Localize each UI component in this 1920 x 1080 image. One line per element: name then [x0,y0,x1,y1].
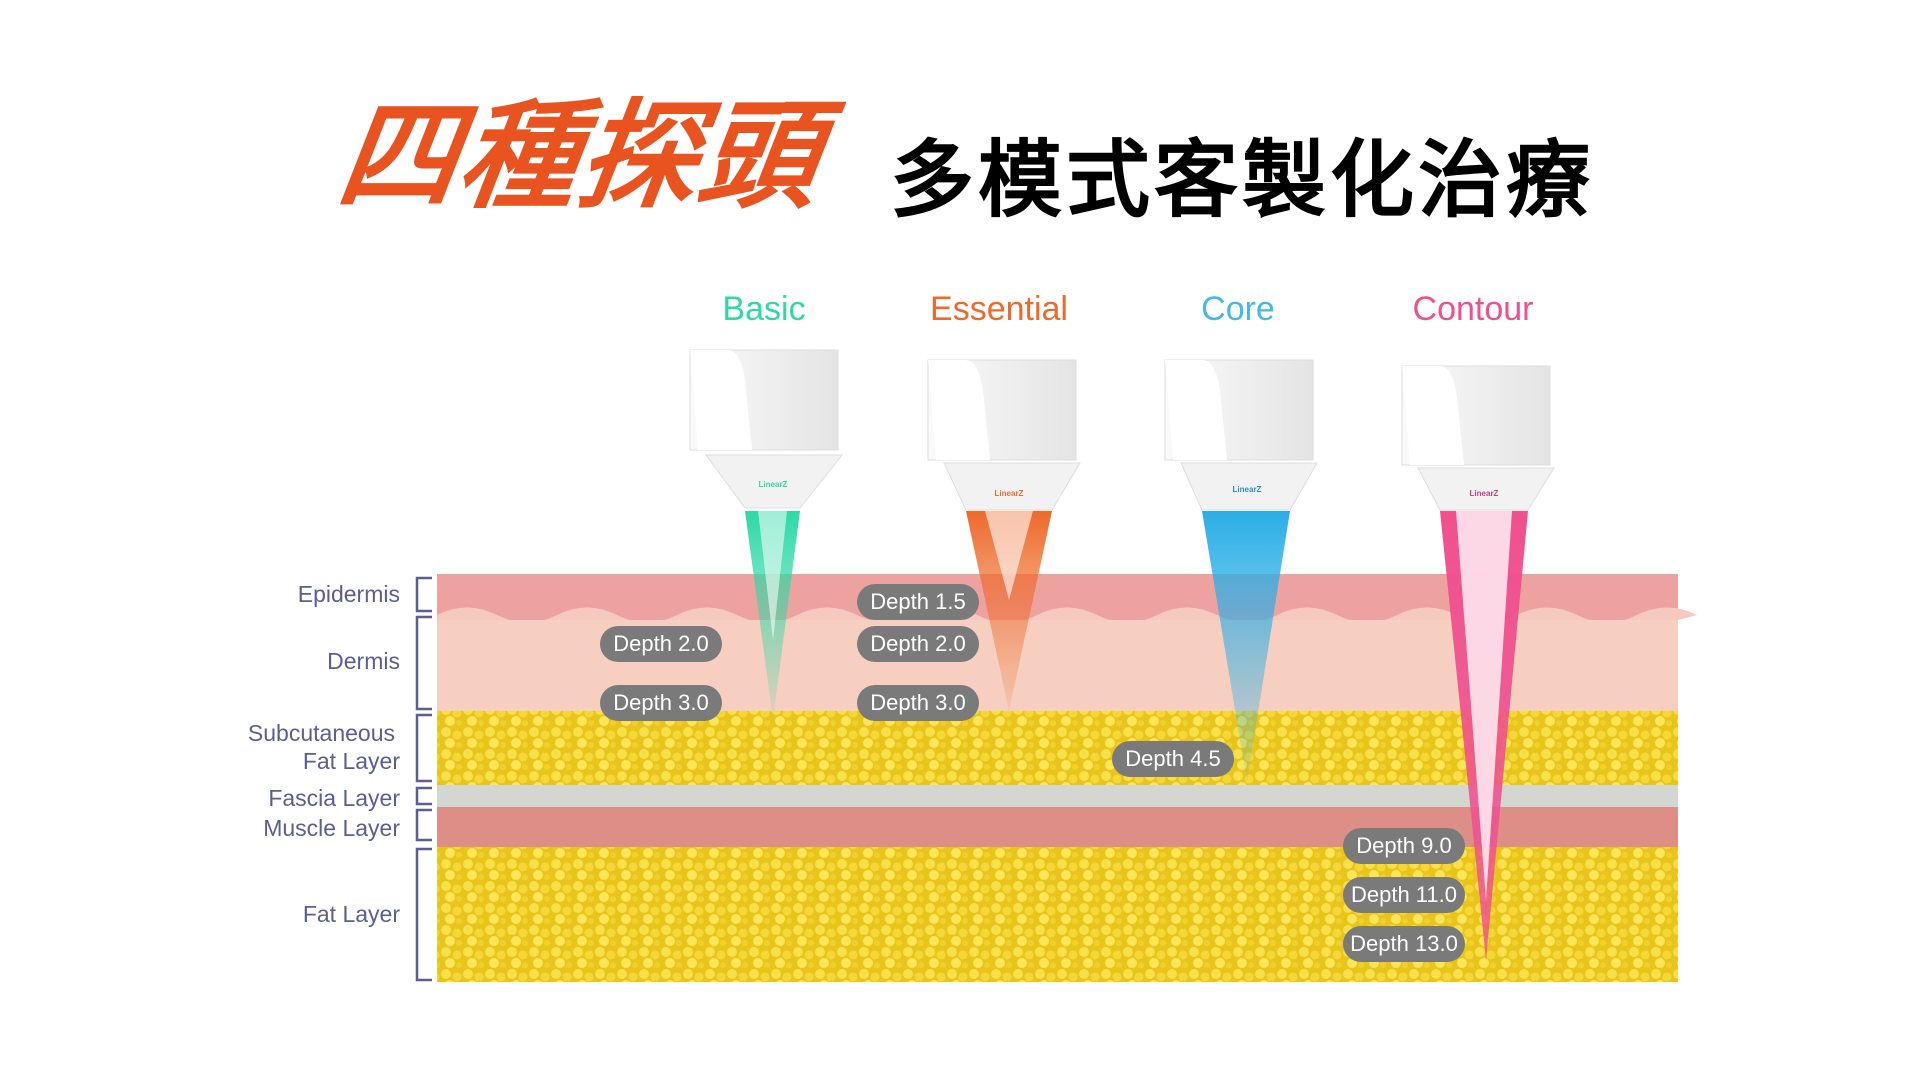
probe-brand-basic: LinearZ [758,480,788,489]
depth-badge: Depth 1.5 [857,584,979,620]
probe-essential [927,359,1081,511]
label-subcutaneous: Subcutaneous [247,720,395,746]
label-fat: Fat Layer [302,901,400,927]
deep-fat-layer [437,847,1678,982]
label-muscle: Muscle Layer [263,815,400,841]
probe-brand-core: LinearZ [1232,485,1262,494]
depth-badge: Depth 2.0 [857,626,979,662]
label-dermis: Dermis [327,648,400,674]
probe-label-core: Core [1201,290,1275,328]
essential-beam [966,511,1052,711]
epidermis-wave [437,607,1697,623]
probe-core [1164,359,1318,511]
label-subcutaneous-fat: Fat Layer [302,748,400,774]
probe-label-basic: Basic [722,290,806,328]
probe-brand-contour: LinearZ [1469,489,1499,498]
probe-brand-essential: LinearZ [994,489,1024,498]
layer-brackets [415,576,432,982]
depth-badge: Depth 4.5 [1112,741,1234,777]
probe-label-essential: Essential [930,290,1068,328]
depth-badge: Depth 2.0 [600,626,722,662]
depth-badge: Depth 3.0 [857,685,979,721]
depth-badge: Depth 3.0 [600,685,722,721]
label-fascia: Fascia Layer [268,785,400,811]
depth-badge: Depth 9.0 [1343,828,1465,864]
depth-badge: Depth 13.0 [1343,926,1465,962]
title-subtitle: 多模式客製化治療 [890,133,1595,227]
depth-badge: Depth 11.0 [1343,877,1465,913]
fascia-layer [437,785,1678,807]
core-beam [1202,511,1290,782]
probe-label-contour: Contour [1412,290,1534,328]
probe-basic [689,349,844,509]
label-epidermis: Epidermis [297,581,400,607]
probe-contour [1401,365,1555,511]
